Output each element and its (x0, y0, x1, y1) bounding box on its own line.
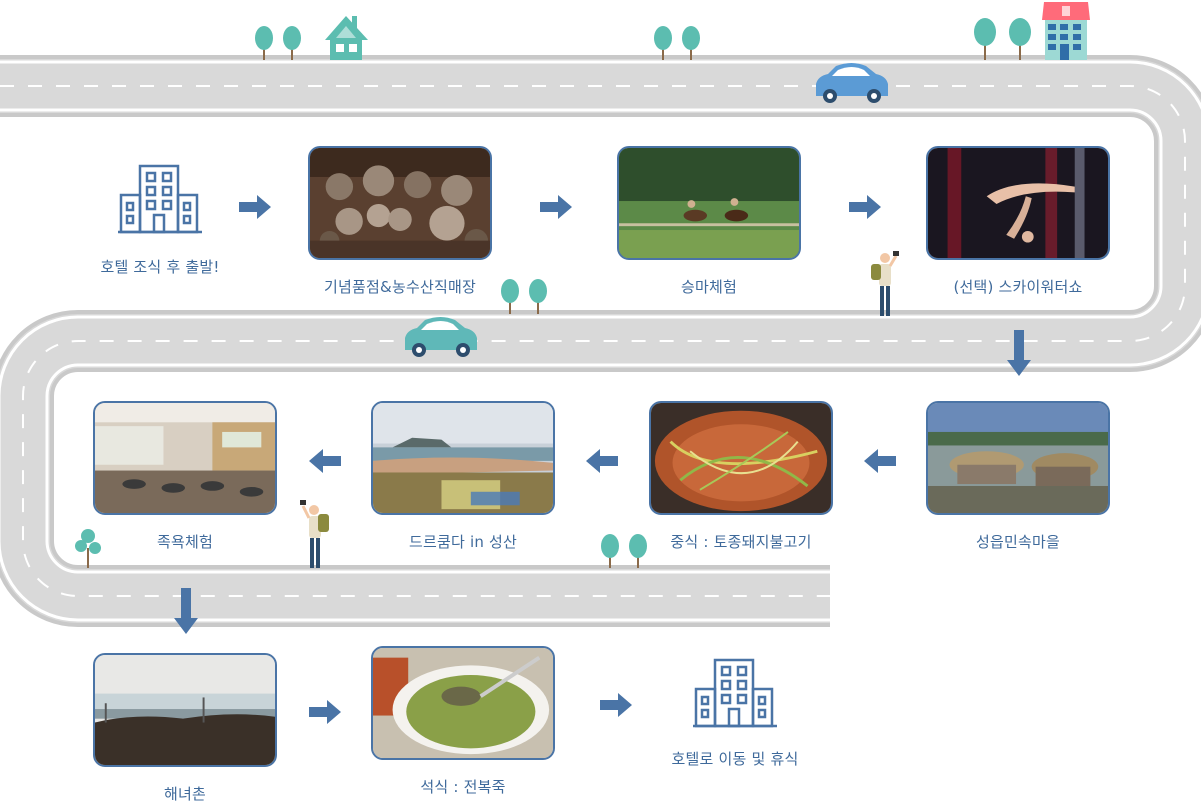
step-label: 성읍민속마을 (975, 533, 1060, 551)
arrow-right-icon (540, 195, 572, 219)
bush-tree-icon (75, 529, 101, 568)
house-icon (325, 16, 368, 60)
step-label: 족욕체험 (156, 533, 213, 551)
folk-village-photo (926, 401, 1110, 515)
arrow-down-icon (174, 588, 198, 634)
hotel-building-icon (1042, 2, 1090, 60)
step-label: 드르쿰다 in 성산 (408, 533, 517, 551)
tree-icon (255, 26, 301, 60)
tree-icon (974, 18, 1031, 60)
dolhareubang-statues-photo (308, 146, 492, 260)
step-label: 기념품점&농수산직매장 (324, 278, 476, 296)
building-icon (693, 658, 777, 728)
seongsan-coast-photo (371, 401, 555, 515)
traveler-icon (300, 500, 329, 568)
arrow-left-icon (309, 449, 341, 473)
tree-icon (601, 534, 647, 568)
tree-icon (654, 26, 700, 60)
step-label: 석식 : 전복죽 (420, 778, 506, 796)
step-label: 해녀촌 (163, 785, 206, 803)
arrow-right-icon (600, 693, 632, 717)
arrow-left-icon (864, 449, 896, 473)
abalone-porridge-photo (371, 646, 555, 760)
arrow-right-icon (309, 700, 341, 724)
step-label: (선택) 스카이워터쇼 (953, 278, 1083, 296)
road-centerline (0, 85, 1186, 597)
step-label: 호텔 조식 후 출발! (100, 258, 220, 276)
horseback-riding-photo (617, 146, 801, 260)
step-label: 중식 : 토종돼지불고기 (670, 533, 812, 551)
haenyeo-village-photo (93, 653, 277, 767)
arrow-left-icon (586, 449, 618, 473)
arrow-right-icon (239, 195, 271, 219)
arrow-right-icon (849, 195, 881, 219)
car-icon (405, 317, 477, 357)
tree-icon (501, 279, 547, 314)
car-icon (816, 63, 888, 103)
step-label: 승마체험 (680, 278, 737, 296)
arrow-down-icon (1007, 330, 1031, 376)
sky-water-show-photo (926, 146, 1110, 260)
traveler-icon (871, 251, 899, 316)
building-icon (118, 164, 202, 234)
foot-bath-room-photo (93, 401, 277, 515)
step-label: 호텔로 이동 및 휴식 (671, 750, 799, 768)
pork-bulgogi-photo (649, 401, 833, 515)
